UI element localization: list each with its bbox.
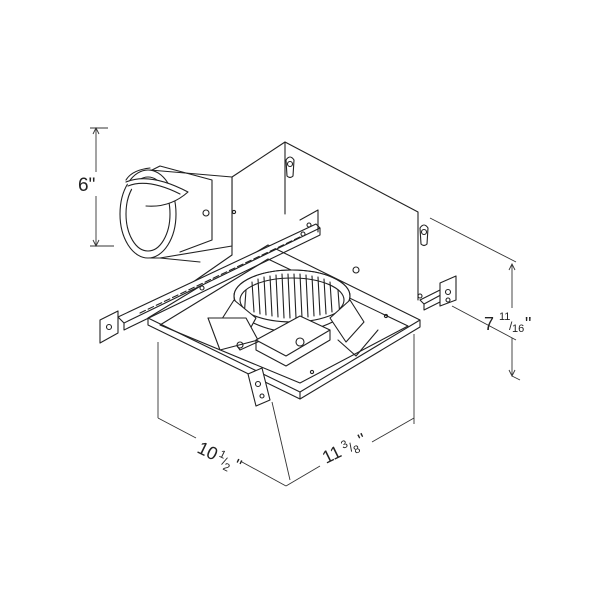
svg-text:/: / — [509, 319, 513, 333]
svg-text:8: 8 — [352, 443, 363, 456]
hanger-bar-right — [417, 275, 457, 311]
svg-text:11: 11 — [499, 311, 510, 323]
dim-height-label: 6" — [78, 175, 95, 196]
svg-text:7: 7 — [484, 314, 494, 334]
dim-depth-label: 7 11 / 16 " — [484, 311, 531, 335]
svg-text:/: / — [220, 454, 230, 468]
dim-front-width-label: 10 1 / 2 " — [194, 438, 245, 476]
svg-text:1: 1 — [217, 448, 228, 461]
svg-text:10: 10 — [194, 438, 221, 465]
dim-side-width-label: 11 3 / 8 " — [319, 429, 369, 467]
svg-text:": " — [525, 314, 531, 334]
dimension-lines — [90, 126, 521, 487]
front-bracket — [247, 367, 271, 407]
svg-text:3: 3 — [339, 438, 350, 451]
svg-text:/: / — [346, 440, 356, 454]
svg-text:": " — [230, 455, 245, 476]
svg-text:2: 2 — [221, 461, 232, 474]
blower-wheel — [207, 269, 379, 367]
svg-text:16: 16 — [512, 323, 524, 335]
flange-screws — [199, 266, 389, 375]
hanger-bar-left — [99, 209, 321, 344]
duct-collar — [119, 165, 237, 263]
